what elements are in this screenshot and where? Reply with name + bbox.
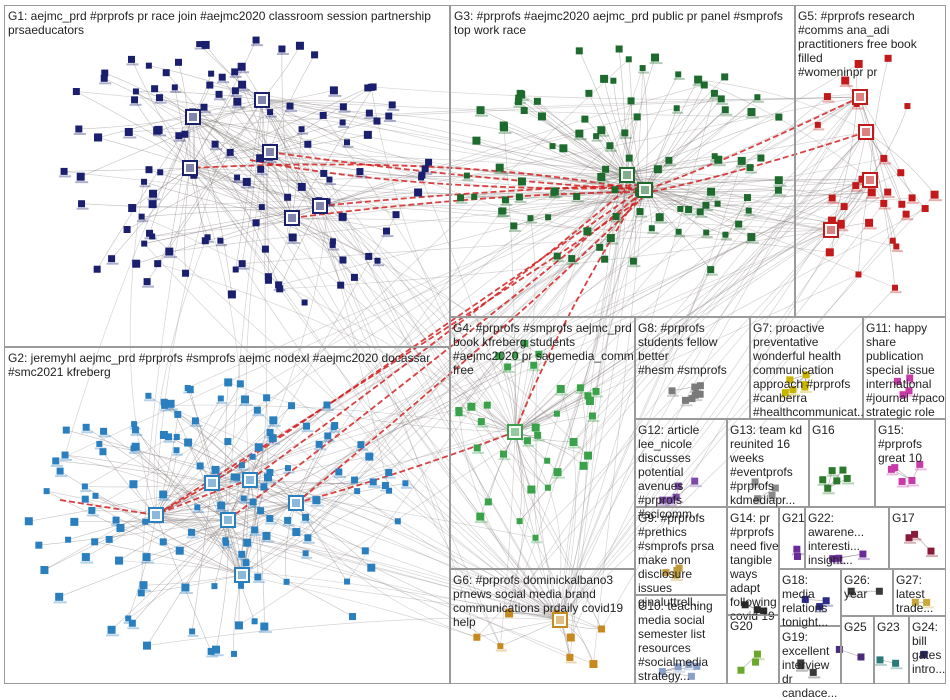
group-label-g17: G17 [892, 511, 946, 525]
group-label-g7: G7: proactive preventative wonderful hea… [753, 321, 863, 419]
group-label-g23: G23 [877, 620, 909, 634]
group-label-g11: G11: happy share publication special iss… [866, 321, 946, 419]
group-label-g14: G14: pr #prprofs need five tangible ways… [730, 511, 779, 623]
group-label-g6: G6: #prprofs dominickalbano3 prnews soci… [453, 573, 634, 629]
group-label-g8: G8: #prprofs students fellow better #hes… [638, 321, 750, 377]
group-box-g1[interactable] [4, 5, 450, 347]
group-label-g15: G15: #prprofs great 10 [878, 423, 946, 465]
group-label-g1: G1: aejmc_prd #prprofs pr race join #aej… [8, 9, 448, 37]
group-label-g13: G13: team kd reunited 16 weeks #eventpro… [730, 423, 809, 507]
group-label-g26: G26: year [844, 573, 893, 601]
group-label-g24: G24: bill gates intro... [912, 620, 947, 676]
group-label-g27: G27: latest trade... [896, 573, 946, 615]
group-label-g4: G4: #prprofs #smprofs aejmc_prd book kfr… [453, 321, 634, 377]
group-label-g21: G21 [782, 511, 807, 525]
group-label-g18: G18: media relations tonight... [782, 573, 841, 629]
group-label-g3: G3: #prprofs #aejmc2020 aejmc_prd public… [454, 9, 794, 37]
group-label-g5: G5: #prprofs research #comms ana_adi pra… [798, 9, 944, 79]
group-label-g19: G19: excellent interview dr candace... [782, 630, 841, 700]
group-label-g2: G2: jeremyhl aejmc_prd #prprofs #smprofs… [8, 351, 448, 379]
group-label-g10: G10: teaching media social semester list… [638, 599, 727, 683]
group-label-g22: G22: awarene... interesti... insight... [808, 511, 888, 567]
group-label-g16: G16 [812, 423, 872, 437]
group-box-g3[interactable] [450, 5, 795, 317]
group-label-g25: G25 [844, 620, 874, 634]
group-box-g2[interactable] [4, 347, 450, 684]
group-label-g20: G20 [730, 619, 779, 633]
